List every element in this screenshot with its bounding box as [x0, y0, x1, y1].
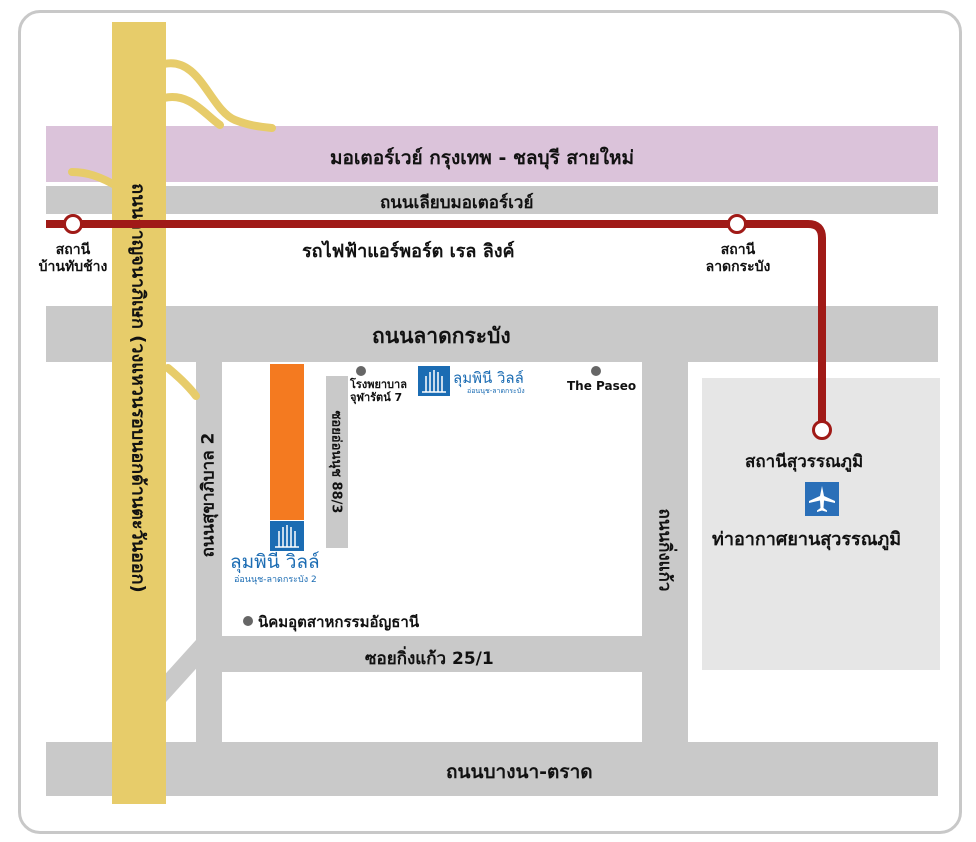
logo-name: ลุมพินี วิลล์	[230, 551, 320, 573]
the-paseo-label: The Paseo	[567, 379, 637, 393]
station-suvarnabhumi-marker[interactable]	[812, 420, 832, 440]
station-suvarnabhumi-label: สถานีสุวรรณภูมิ	[745, 452, 864, 472]
project-site-logo-text: ลุมพินี วิลล์ อ่อนนุช-ลาดกระบัง 2	[230, 552, 360, 586]
station-ban-thap-chang-label: สถานี บ้านทับช้าง	[20, 242, 126, 276]
bangna-trat-road-label: ถนนบางนา-ตราด	[446, 761, 593, 783]
motorway-frontage-label: ถนนเลียบมอเตอร์เวย์	[380, 193, 534, 213]
hospital-line-2: จุฬารัตน์ 7	[350, 391, 403, 404]
station-name: บ้านทับช้าง	[38, 259, 108, 275]
motorway-frontage-road	[46, 186, 938, 214]
station-lat-krabang-label: สถานี ลาดกระบัง	[688, 242, 788, 276]
station-prefix: สถานี	[55, 242, 91, 258]
logo-sub: อ่อนนุช-ลาดกระบัง 2	[234, 575, 317, 585]
bangna-trat-road	[46, 742, 938, 796]
industrial-estate-marker[interactable]	[243, 616, 253, 626]
project-site-block	[270, 364, 304, 520]
lat-krabang-road	[46, 306, 938, 362]
the-paseo-marker[interactable]	[591, 366, 601, 376]
hospital-label: โรงพยาบาล จุฬารัตน์ 7	[350, 378, 420, 404]
station-lat-krabang-marker[interactable]	[727, 214, 747, 234]
industrial-estate-label: นิคมอุตสาหกรรมอัญธานี	[258, 613, 420, 631]
lat-krabang-road-label: ถนนลาดกระบัง	[372, 324, 511, 348]
soi-king-kaew-25-1-label: ซอยกิ่งแก้ว 25/1	[365, 649, 494, 669]
motorway-band	[46, 126, 938, 182]
project-site-logo-icon	[270, 521, 304, 551]
airplane-icon	[805, 482, 839, 516]
logo-sub: อ่อนนุช-ลาดกระบัง	[467, 387, 525, 395]
logo-name: ลุมพินี วิลล์	[453, 369, 524, 387]
hospital-marker[interactable]	[356, 366, 366, 376]
kanchanaphisek-expressway	[112, 22, 166, 804]
project-top-logo-icon	[418, 366, 450, 396]
king-kaew-road	[642, 360, 688, 742]
hospital-line-1: โรงพยาบาล	[350, 378, 407, 391]
station-name: ลาดกระบัง	[705, 259, 771, 275]
project-top-logo-text: ลุมพินี วิลล์ อ่อนนุช-ลาดกระบัง	[453, 370, 563, 397]
soi-on-nut-88-3	[326, 376, 348, 548]
sukhaphiban-2-road	[196, 360, 222, 760]
station-prefix: สถานี	[720, 242, 756, 258]
station-ban-thap-chang-marker[interactable]	[63, 214, 83, 234]
airport-label: ท่าอากาศยานสุวรรณภูมิ	[712, 529, 902, 550]
airport-rail-link-label: รถไฟฟ้าแอร์พอร์ต เรล ลิงค์	[302, 241, 515, 262]
motorway-label: มอเตอร์เวย์ กรุงเทพ - ชลบุรี สายใหม่	[330, 147, 635, 169]
soi-king-kaew-25-1	[196, 636, 688, 672]
